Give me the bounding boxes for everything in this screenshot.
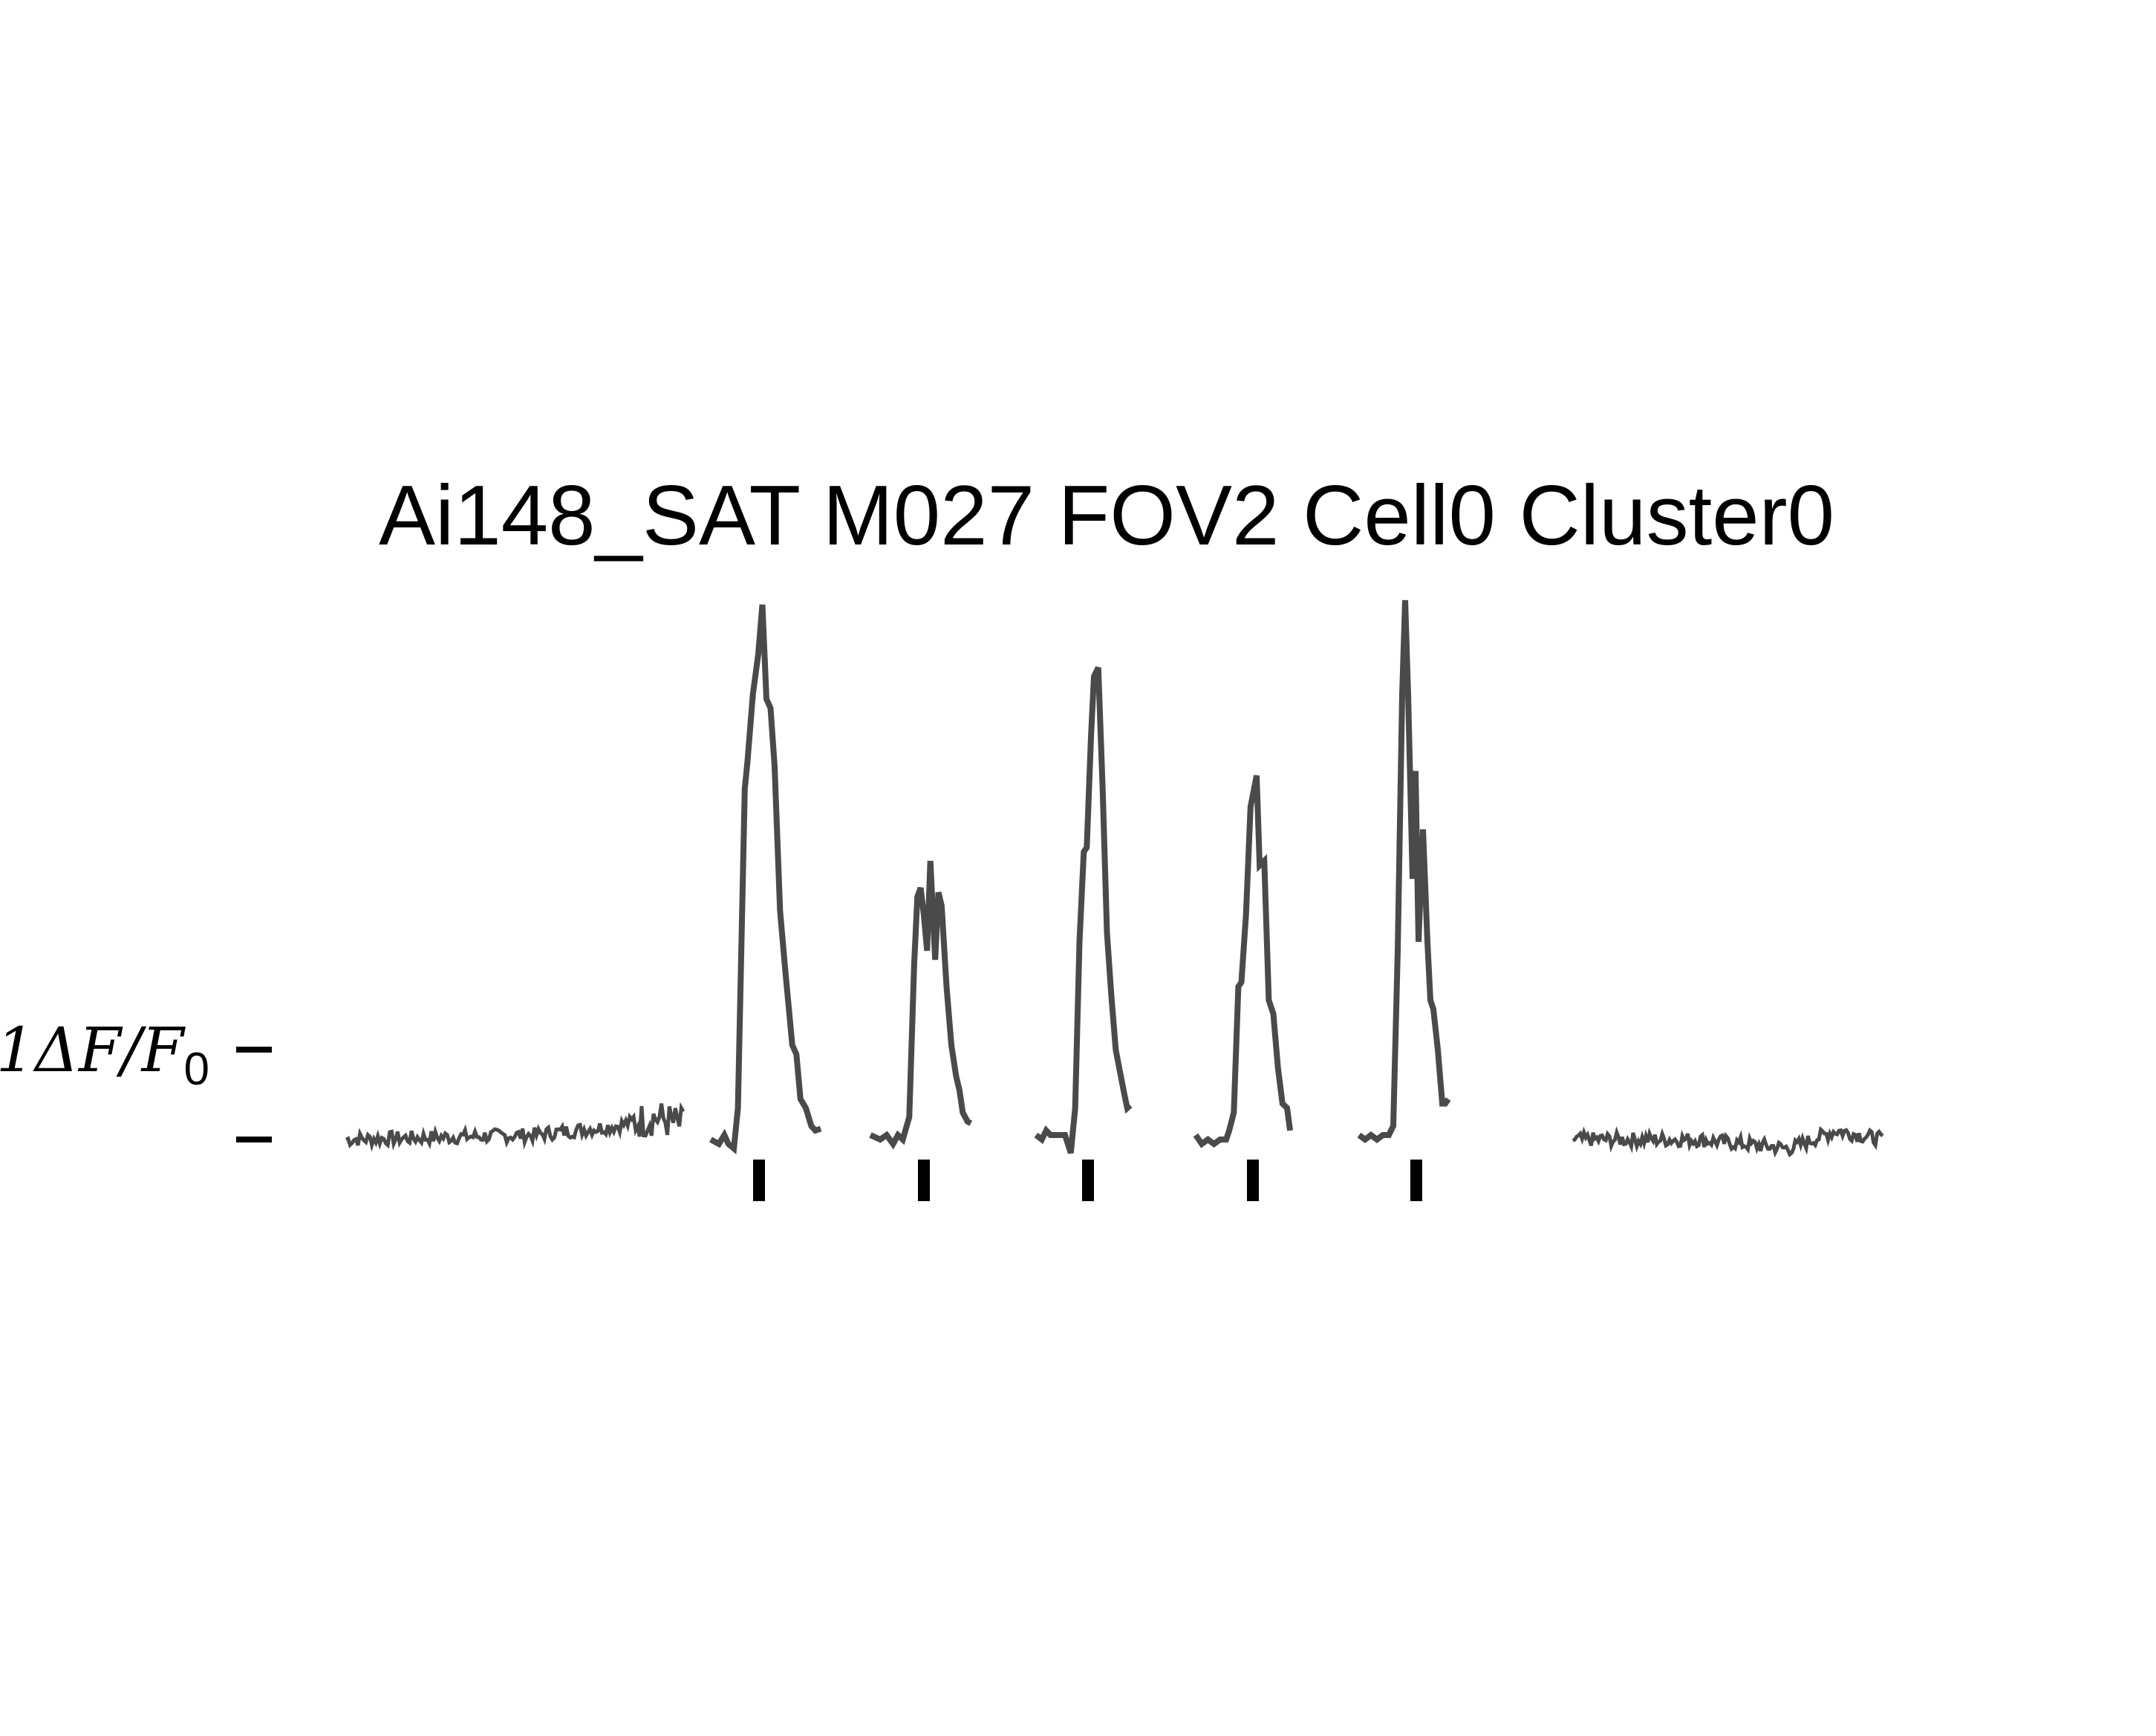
trace-response-1 <box>709 604 822 1155</box>
stimulus-marker-group <box>753 1160 1422 1201</box>
trace-baseline-pre <box>345 1102 685 1152</box>
stimulus-1-marker <box>753 1160 765 1201</box>
y-axis-label: 1ΔF/F0 <box>0 1015 209 1095</box>
trace-response-4 <box>1193 775 1294 1148</box>
chart-title: Ai148_SAT M027 FOV2 Cell0 Cluster0 <box>379 469 1834 563</box>
y-axis-label-subscript: 0 <box>184 1044 209 1095</box>
trace-response-3 <box>1034 666 1133 1154</box>
trace-response-2 <box>869 860 973 1150</box>
trace-response-5 <box>1357 599 1451 1143</box>
stimulus-4-marker <box>1247 1160 1259 1201</box>
stimulus-3-marker <box>1082 1160 1094 1201</box>
trace-group <box>345 599 1884 1158</box>
scale-bar: 1ΔF/F0 <box>0 1015 272 1142</box>
y-axis-label-main: 1ΔF/F <box>0 1015 186 1086</box>
trace-baseline-post <box>1572 1125 1884 1158</box>
stimulus-2-marker <box>918 1160 930 1201</box>
stimulus-5-marker <box>1410 1160 1422 1201</box>
